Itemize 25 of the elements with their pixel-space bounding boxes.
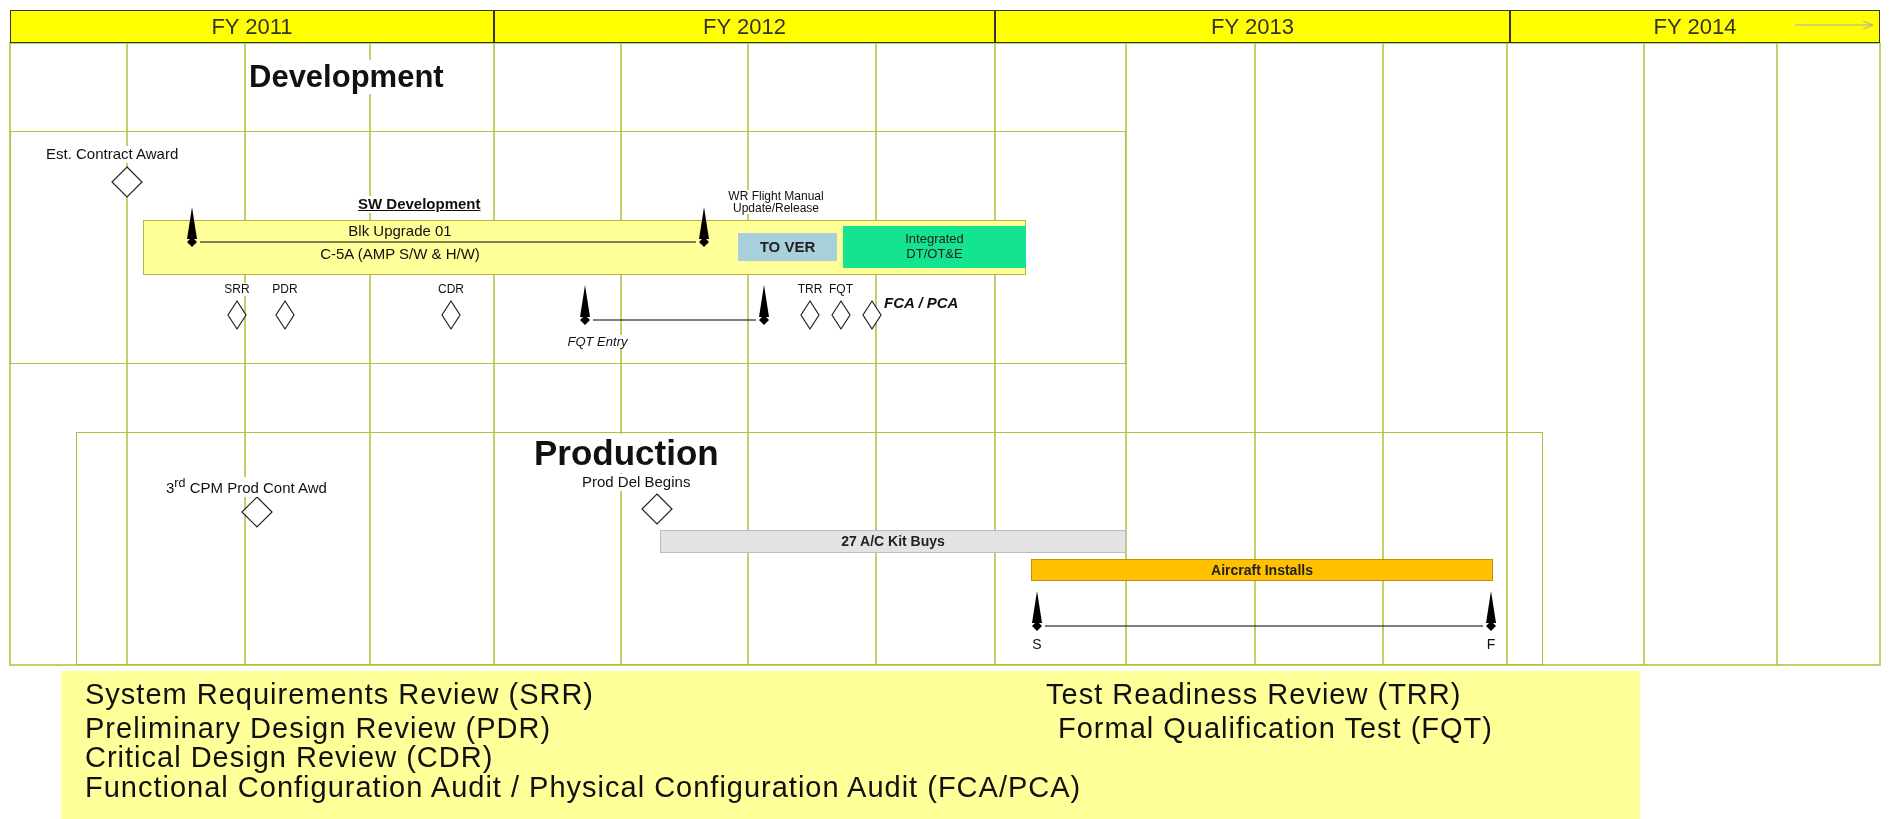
bar-heading: SW Development [358, 196, 481, 213]
task-bar: 27 A/C Kit Buys [660, 530, 1126, 553]
section-heading: Production [534, 434, 719, 473]
section-heading: Development [249, 60, 444, 95]
definition-text: Preliminary Design Review (PDR) [85, 713, 552, 745]
milestone-label: SRR [222, 283, 252, 297]
phase-box: Integrated DT/OT&E [843, 226, 1026, 268]
task-bar: Aircraft Installs [1031, 559, 1493, 581]
milestone-label: Est. Contract Award [46, 146, 179, 163]
connector-line [592, 319, 757, 321]
milestone-label: Prod Del Begins [582, 474, 691, 491]
year-header: FY 2011 [10, 10, 494, 43]
phase-box: TO VER [738, 233, 837, 261]
connector-line [199, 241, 697, 243]
definition-text: System Requirements Review (SRR) [85, 679, 594, 711]
definition-text: Formal Qualification Test (FQT) [1058, 713, 1493, 745]
year-header: FY 2013 [995, 10, 1510, 43]
connector-line [1044, 625, 1484, 627]
definition-text: Functional Configuration Audit / Physical Configuration Audit (FCA/PCA) [85, 772, 1082, 804]
milestone-label: FQT [826, 283, 856, 297]
bar-label: C-5A (AMP S/W & H/W) [319, 246, 481, 263]
year-header: FY 2014 [1510, 10, 1880, 43]
definition-text: Test Readiness Review (TRR) [1046, 679, 1462, 711]
bar-label: Blk Upgrade 01 [347, 223, 453, 240]
year-header: FY 2012 [494, 10, 995, 43]
